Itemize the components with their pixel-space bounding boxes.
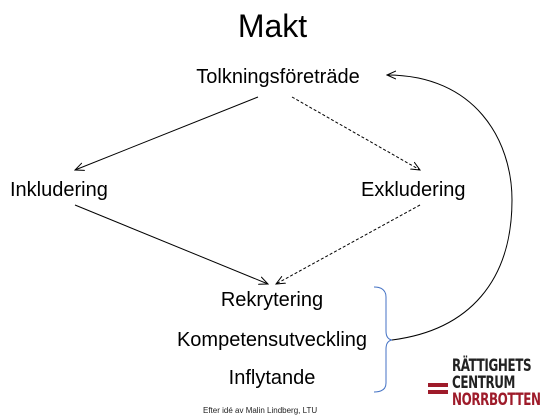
node-rekrytering: Rekrytering [220, 289, 324, 311]
arrow-top-to-inkludering [75, 96, 259, 170]
attribution: Efter idé av Malin Lindberg, LTU [203, 406, 318, 415]
logo-bar-bottom [428, 390, 448, 394]
arrow-exkludering-to-bottom [276, 204, 421, 284]
arrow-top-to-exkludering [291, 96, 420, 170]
node-exkludering: Exkludering [361, 179, 466, 201]
bracket-bottom-group [373, 286, 393, 393]
logo-line-3: NORRBOTTEN [452, 390, 541, 410]
logo-bar-top [428, 383, 448, 387]
diagram-title: Makt [237, 8, 308, 44]
logo-line-1: RÄTTIGHETS [452, 356, 532, 376]
node-tolkningsforetrade: Tolkningsföreträde [196, 66, 360, 88]
arrow-inkludering-to-bottom [74, 204, 268, 284]
node-inflytande: Inflytande [228, 367, 316, 389]
node-inkludering: Inkludering [10, 179, 108, 201]
node-kompetensutveckling: Kompetensutveckling [176, 329, 368, 351]
logo-line-2: CENTRUM [452, 373, 516, 393]
arrow-feedback-to-top [387, 75, 513, 341]
rattighetscentrum-logo: RÄTTIGHETS CENTRUM NORRBOTTEN [426, 358, 541, 416]
